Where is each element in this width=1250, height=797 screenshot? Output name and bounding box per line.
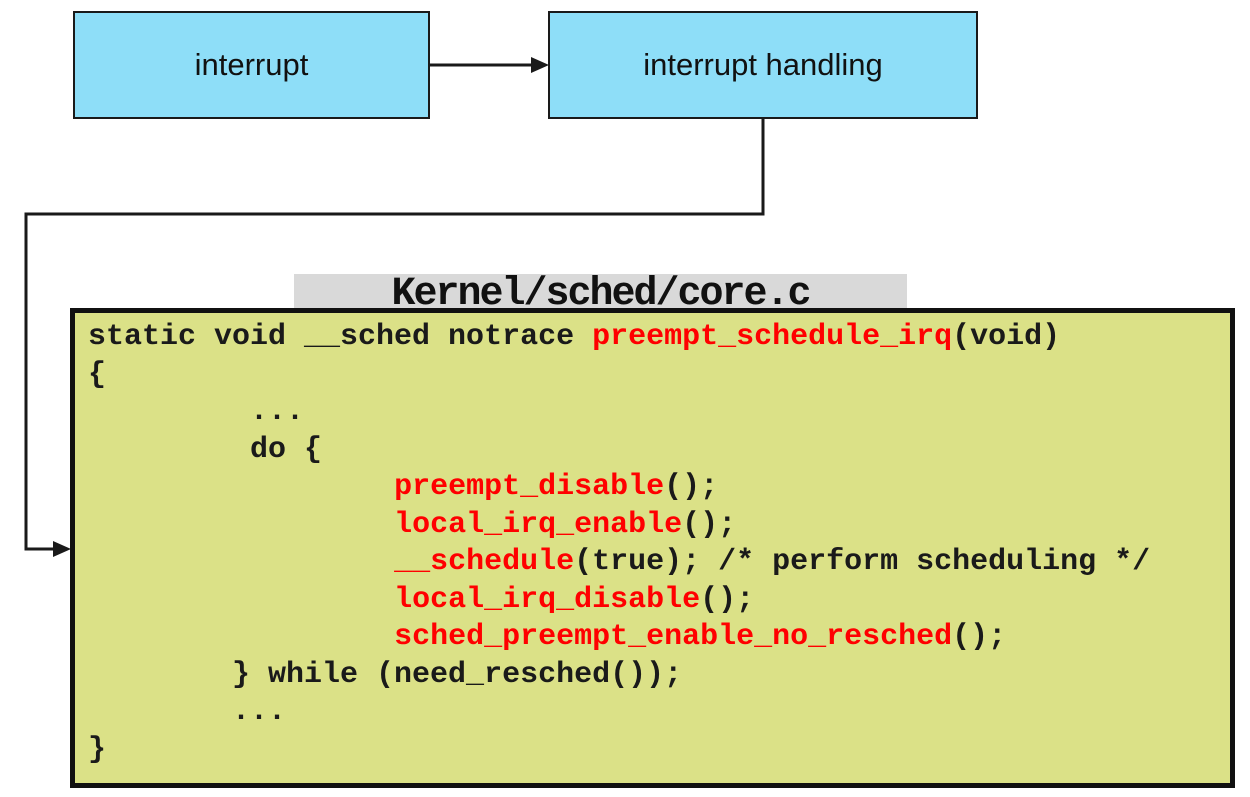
interrupt-handling-node: interrupt handling — [548, 11, 978, 119]
connector-handling-to-code — [24, 119, 765, 551]
code-keyword: sched_preempt_enable_no_resched — [394, 620, 953, 654]
code-line: sched_preempt_enable_no_resched(); — [88, 619, 1230, 657]
code-text — [88, 583, 394, 617]
code-text: } while (need_resched()); — [88, 657, 683, 692]
interrupt-node-label: interrupt — [194, 47, 309, 82]
code-text: (); — [952, 620, 1007, 654]
interrupt-handling-node-label: interrupt handling — [643, 47, 883, 82]
code-panel: static void __sched notrace preempt_sche… — [70, 308, 1235, 788]
arrowhead-right-icon — [531, 57, 549, 73]
code-keyword: preempt_disable — [394, 470, 665, 504]
code-text: (true); /* perform scheduling */ — [574, 545, 1151, 579]
code-line: do { — [88, 432, 1230, 470]
interrupt-node: interrupt — [73, 11, 430, 119]
code-text: static void __sched notrace — [88, 320, 593, 354]
code-text — [88, 470, 394, 504]
code-keyword: local_irq_disable — [394, 582, 701, 617]
code-block: static void __sched notrace preempt_sche… — [75, 313, 1230, 769]
arrowhead-into-code-icon — [53, 541, 71, 557]
code-text: { — [88, 357, 107, 392]
code-keyword: preempt_schedule_irq — [592, 320, 953, 354]
code-text — [88, 620, 394, 654]
code-line: __schedule(true); /* perform scheduling … — [88, 544, 1230, 582]
code-text: (); — [700, 582, 755, 617]
code-text: (); — [664, 470, 719, 504]
code-line: local_irq_disable(); — [88, 582, 1230, 620]
code-keyword: __schedule — [394, 545, 575, 579]
code-line: ... — [88, 394, 1230, 432]
code-line: local_irq_enable(); — [88, 507, 1230, 545]
code-text — [88, 508, 394, 542]
code-text: (void) — [952, 320, 1061, 354]
code-text: } — [88, 732, 107, 767]
code-line: } while (need_resched()); — [88, 657, 1230, 695]
code-text: ... — [88, 695, 287, 729]
code-line: ... — [88, 694, 1230, 732]
code-text: (); — [682, 507, 737, 542]
code-line: preempt_disable(); — [88, 469, 1230, 507]
code-text: ... — [88, 395, 305, 429]
code-line: static void __sched notrace preempt_sche… — [88, 319, 1230, 357]
code-text — [88, 545, 394, 579]
code-line: } — [88, 732, 1230, 770]
code-text: do { — [88, 432, 323, 467]
code-line: { — [88, 357, 1230, 395]
code-keyword: local_irq_enable — [394, 507, 683, 542]
